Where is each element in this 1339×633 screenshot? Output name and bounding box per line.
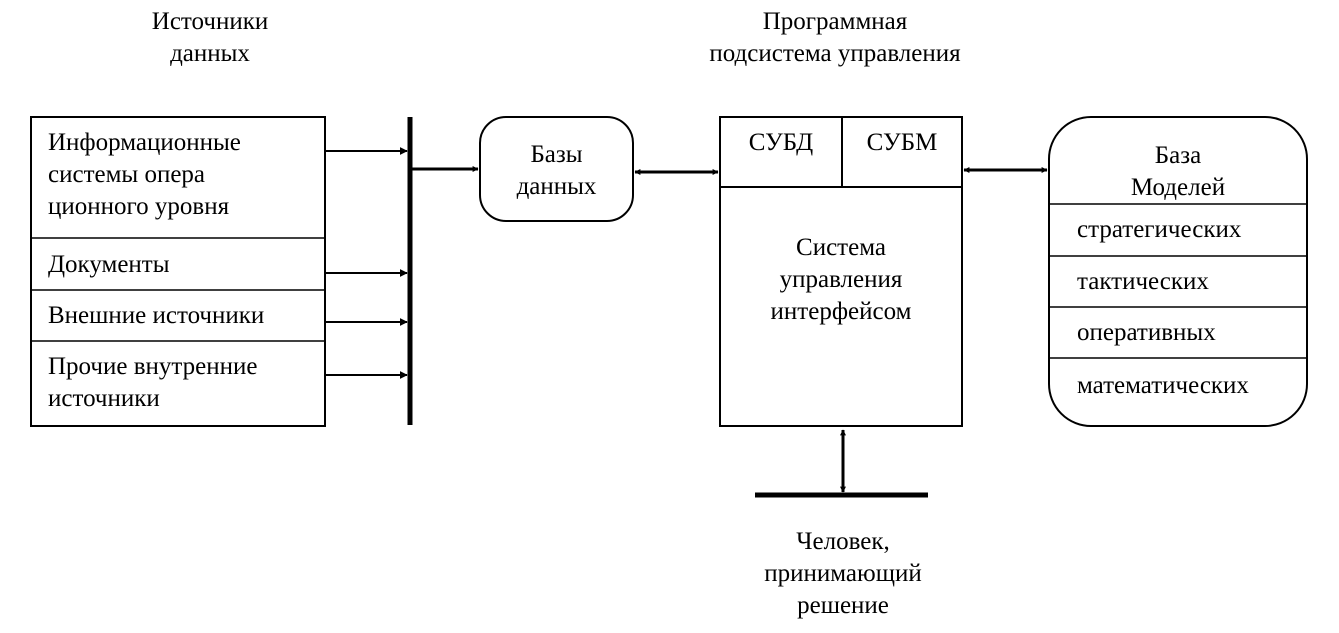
- source-item-external: Внешние источники: [48, 300, 264, 332]
- interface-control-line: Система: [796, 234, 886, 261]
- decision-maker-line: Человек,: [796, 528, 890, 555]
- source-item-internal: Прочие внутренние источники: [48, 351, 257, 415]
- model-base-title: База Моделей: [1049, 140, 1307, 204]
- source-arrows: [325, 147, 408, 379]
- decision-maker-label: Человек, принимающий решение: [743, 526, 943, 622]
- source-item-line: Документы: [48, 251, 170, 278]
- interface-control-line: интерфейсом: [770, 298, 912, 325]
- databases-label: Базы данных: [480, 139, 633, 203]
- model-base-item-strategic: стратегических: [1077, 216, 1242, 243]
- model-base-title-line: База: [1154, 142, 1202, 169]
- source-item-line: источники: [48, 385, 160, 412]
- source-item-line: Информационные: [48, 129, 241, 156]
- source-item-line: Внешние источники: [48, 302, 265, 329]
- heading-control-subsystem-line: Программная: [762, 8, 908, 35]
- source-item-line: Прочие внутренние: [48, 353, 258, 380]
- databases-label-line: данных: [516, 173, 597, 200]
- heading-data-sources-line: Источники: [151, 8, 269, 35]
- databases-box: [479, 116, 634, 222]
- mbms-label: СУБМ: [866, 129, 938, 156]
- decision-maker-line: решение: [797, 592, 889, 619]
- model-base-box: [1048, 116, 1308, 427]
- source-item-info-systems: Информационные системы опера ционного ур…: [48, 127, 241, 223]
- source-item-line: системы опера: [48, 161, 206, 188]
- dbms-label: СУБД: [748, 129, 814, 156]
- heading-control-subsystem: Программная подсистема управления: [680, 6, 990, 70]
- model-base-item-mathematical: математических: [1077, 372, 1249, 399]
- interface-control-line: управления: [779, 266, 903, 293]
- model-base-item-operational: оперативных: [1077, 319, 1216, 346]
- heading-data-sources-line: данных: [170, 40, 250, 67]
- control-subsystem-box: [719, 116, 963, 427]
- model-base-title-line: Моделей: [1130, 174, 1226, 201]
- model-base-item-tactical: тактических: [1077, 268, 1209, 295]
- heading-data-sources: Источники данных: [100, 6, 320, 70]
- databases-label-line: Базы: [530, 141, 583, 168]
- source-item-line: ционного уровня: [48, 193, 230, 220]
- source-item-documents: Документы: [48, 249, 170, 281]
- data-sources-box: [30, 116, 326, 427]
- decision-maker-line: принимающий: [764, 560, 922, 587]
- interface-control-label: Система управления интерфейсом: [720, 232, 962, 328]
- heading-control-subsystem-line: подсистема управления: [709, 40, 961, 67]
